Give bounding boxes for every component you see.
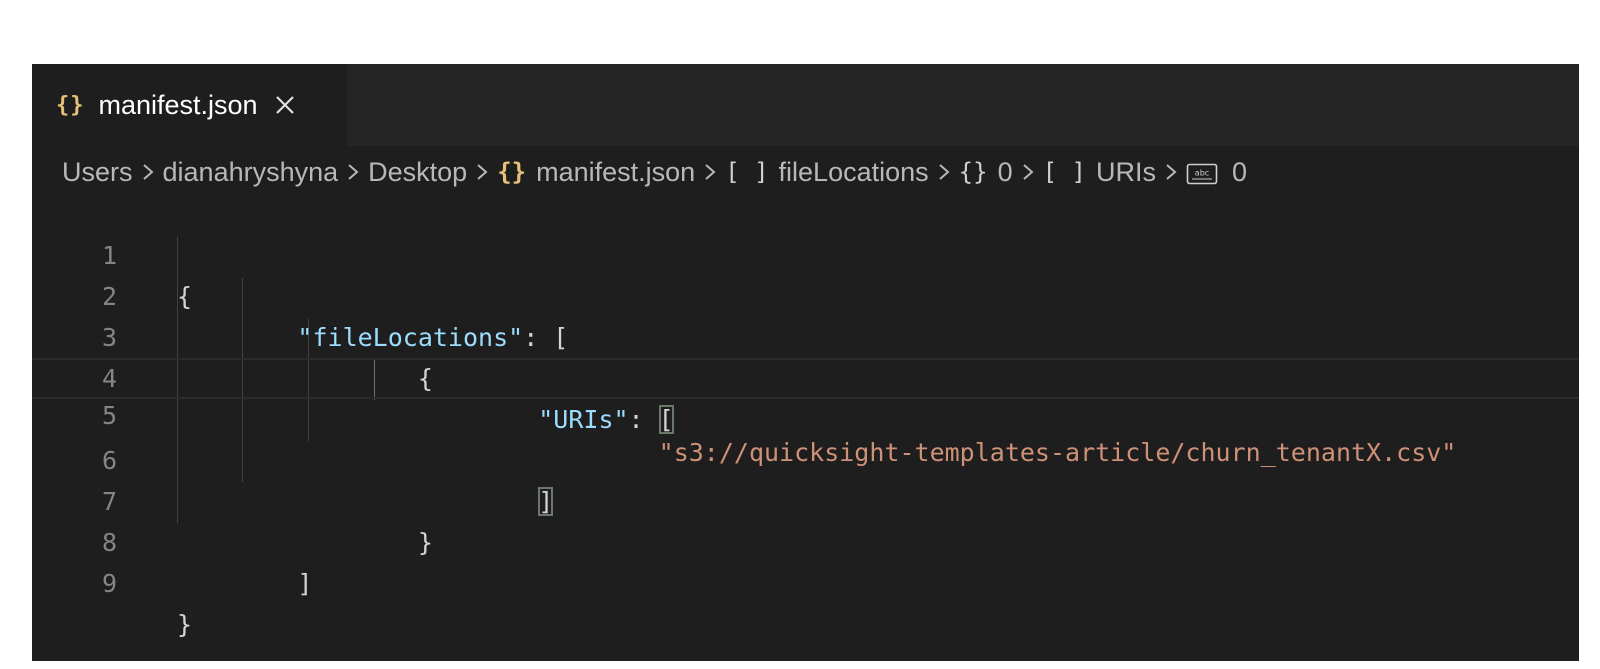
breadcrumb-item-desktop[interactable]: Desktop <box>368 157 467 188</box>
brace: } <box>417 528 433 557</box>
chevron-right-icon <box>342 159 364 185</box>
code-line: 3 { <box>32 276 1579 393</box>
line-number: 4 <box>101 364 117 393</box>
svg-text:abc: abc <box>1195 169 1209 178</box>
indent-guide <box>308 319 309 441</box>
breadcrumb-label: dianahryshyna <box>162 156 339 187</box>
chevron-right-icon <box>471 159 493 185</box>
code-line: 8 ] <box>32 481 1579 598</box>
breadcrumb-item-user-folder[interactable]: dianahryshyna <box>163 157 339 188</box>
object-icon: {} <box>958 158 988 186</box>
matched-bracket: [ <box>658 405 674 434</box>
chevron-right-icon <box>933 159 955 185</box>
code-text: "s3://quicksight-templates-article/churn… <box>177 434 1457 471</box>
code-text: "URIs": [ <box>177 399 674 440</box>
tab-label: manifest.json <box>98 89 258 120</box>
json-braces-icon: {} <box>497 158 527 186</box>
json-braces-icon: {} <box>56 92 85 118</box>
code-line-current: 5 "s3://quicksight-templates-article/chu… <box>32 358 1579 467</box>
array-icon: [ ] <box>1042 158 1086 186</box>
punctuation: : [ <box>523 323 569 352</box>
breadcrumb-item-filelocations[interactable]: [ ] fileLocations <box>725 157 928 188</box>
breadcrumb-label: 0 <box>997 156 1013 187</box>
breadcrumb-item-object-0[interactable]: {} 0 <box>959 157 1013 188</box>
breadcrumb-label: Users <box>62 156 133 187</box>
matched-bracket: ] <box>538 487 554 516</box>
brace: { <box>417 364 433 393</box>
line-number: 2 <box>101 282 117 311</box>
breadcrumb-label: 0 <box>1231 156 1247 187</box>
punctuation: : <box>628 405 659 434</box>
line-number: 6 <box>101 446 117 475</box>
line-number: 9 <box>101 569 117 598</box>
breadcrumb-item-string-0[interactable]: abc 0 <box>1186 157 1247 188</box>
breadcrumb-label: Desktop <box>368 156 468 187</box>
json-string: "s3://quicksight-templates-article/churn… <box>658 438 1457 467</box>
breadcrumb-item-uris[interactable]: [ ] URIs <box>1043 157 1156 188</box>
breadcrumb-item-users[interactable]: Users <box>62 157 133 188</box>
code-line: 6 ] <box>32 399 1579 516</box>
code-line: 2 "fileLocations": [ <box>32 235 1579 352</box>
code-line: 4 "URIs": [ <box>32 317 1579 434</box>
code-line: 7 } <box>32 440 1579 557</box>
code-editor[interactable]: 1 { 2 "fileLocations": [ 3 { 4 "URIs": [… <box>32 194 1579 661</box>
line-number: 5 <box>101 401 117 430</box>
json-key: "URIs" <box>538 405 629 434</box>
code-text: } <box>177 604 192 645</box>
chevron-right-icon <box>699 159 721 185</box>
tab-manifest-json[interactable]: {} manifest.json <box>32 64 347 146</box>
chevron-right-icon <box>1017 159 1039 185</box>
close-icon[interactable] <box>272 92 298 118</box>
code-text: } <box>177 522 433 563</box>
code-text: ] <box>177 481 554 522</box>
code-line: 9 } <box>32 522 1579 639</box>
brace: } <box>177 610 193 639</box>
brace: { <box>177 282 193 311</box>
bracket: ] <box>297 569 313 598</box>
line-number: 3 <box>101 323 117 352</box>
indent-guide <box>374 360 375 400</box>
json-key: "fileLocations" <box>297 323 524 352</box>
tab-bar: {} manifest.json <box>32 64 1579 146</box>
chevron-right-icon <box>1160 159 1182 185</box>
line-number: 8 <box>101 528 117 557</box>
breadcrumb-item-manifest-json[interactable]: {} manifest.json <box>497 157 695 188</box>
code-text: ] <box>177 563 312 604</box>
line-number: 1 <box>101 241 117 270</box>
chevron-right-icon <box>137 159 159 185</box>
breadcrumb-label: manifest.json <box>536 156 696 187</box>
code-text: { <box>177 276 192 317</box>
code-text: "fileLocations": [ <box>177 317 568 358</box>
indent-guide <box>177 237 178 523</box>
editor-window: {} manifest.json Users dianahryshyna Des… <box>32 64 1579 661</box>
array-icon: [ ] <box>725 158 769 186</box>
breadcrumb-label: fileLocations <box>778 156 929 187</box>
code-text: { <box>177 358 433 399</box>
indent-guide <box>242 278 243 482</box>
line-number: 7 <box>101 487 117 516</box>
breadcrumb-label: URIs <box>1095 156 1156 187</box>
code-line: 1 { <box>32 194 1579 311</box>
breadcrumb: Users dianahryshyna Desktop {} manifest.… <box>62 152 1247 192</box>
string-abc-icon: abc <box>1186 161 1218 185</box>
